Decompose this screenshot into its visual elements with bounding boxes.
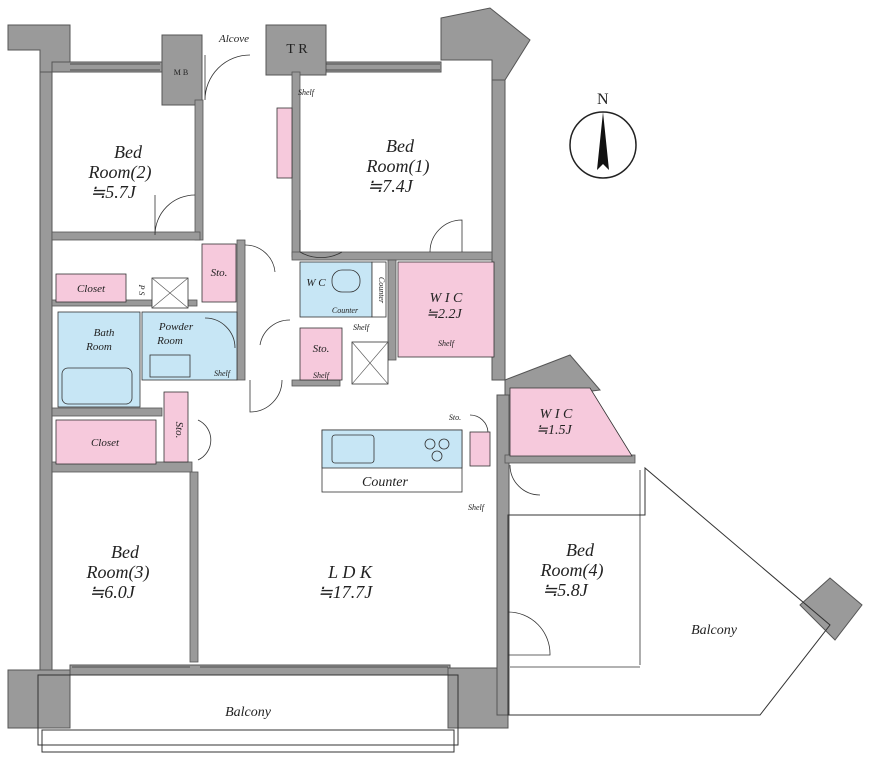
tr-label: T R [286,42,308,57]
windows [70,63,641,668]
shelf-label-wc: Shelf [353,323,371,332]
storage-2 [163,391,189,463]
stove-burner-2 [438,438,450,450]
bed1-line1: Bed [386,136,415,156]
ldk-size: ≒17.7J [318,582,374,602]
powder-label-1: Powder [158,321,194,333]
storage-1 [201,243,237,303]
shelf-label-wic: Shelf [438,339,456,348]
room-fills [55,107,633,493]
bathtub [61,367,133,405]
ps-label: P S [137,284,146,296]
bed1-size: ≒7.4J [367,176,414,196]
bed4-size: ≒5.8J [542,580,589,600]
sto-label-1: Sto. [211,267,228,279]
ldk-line1: L D K [327,562,373,582]
shelf-label-powder: Shelf [214,369,232,378]
sto-label-kitchen: Sto. [449,413,461,422]
wc-counter-label: Counter [332,306,359,315]
balcony-bottom-label: Balcony [225,705,272,720]
wic1-line1: W I C [430,291,463,306]
bed3-size: ≒6.0J [89,582,136,602]
balconies [37,466,831,753]
bed4-line1: Bed [566,540,595,560]
kitchen-storage [469,431,491,467]
wc-label: W C [306,277,326,289]
bed2-line2: Room(2) [88,162,152,183]
closet-lower [55,419,157,465]
bed2-size: ≒5.7J [90,182,137,202]
sto-label-2: Sto. [173,422,185,439]
compass-label: N [597,91,609,108]
alcove-label: Alcove [218,33,249,45]
closet-label-1: Closet [77,283,106,295]
closet-upper [55,273,127,303]
kitchen-sink [331,434,375,464]
shelf-label-kitchen: Shelf [468,503,486,512]
bed2-line1: Bed [114,142,143,162]
wic-1 [397,261,495,358]
doors [154,54,551,656]
stove-burner-1 [424,438,436,450]
wic-2 [509,387,633,457]
shelf-label-top: Shelf [298,88,316,97]
bath-label-2: Room [85,341,112,353]
wic1-size: ≒2.2J [426,307,462,322]
mb-label: M B [174,68,188,77]
sto-label-3: Sto. [313,343,330,355]
wic2-line1: W I C [540,407,573,422]
compass-icon: N [569,91,637,179]
bed4-line2: Room(4) [540,560,604,581]
stove-burner-3 [431,450,443,462]
bed3-line1: Bed [111,542,140,562]
wic2-size: ≒1.5J [536,423,572,438]
kitchen-counter-label: Counter [362,475,408,490]
storage-3 [299,327,343,381]
bed1-line2: Room(1) [366,156,430,177]
exterior-walls [7,7,863,729]
wc-counter-label-v: Counter [377,277,386,304]
corridor-shelf [276,107,293,179]
toilet [331,269,361,293]
bed3-line2: Room(3) [86,562,150,583]
wc-counter-strip [371,261,387,318]
washbasin [149,354,191,378]
powder-label-2: Room [156,335,183,347]
bath-label-1: Bath [94,327,115,339]
labels: Bed Room(2) ≒5.7J Bed Room(1) ≒7.4J Bed … [77,33,738,720]
shelf-label-sto3: Shelf [313,371,331,380]
closet-label-2: Closet [91,437,120,449]
balcony-right-label: Balcony [691,623,738,638]
